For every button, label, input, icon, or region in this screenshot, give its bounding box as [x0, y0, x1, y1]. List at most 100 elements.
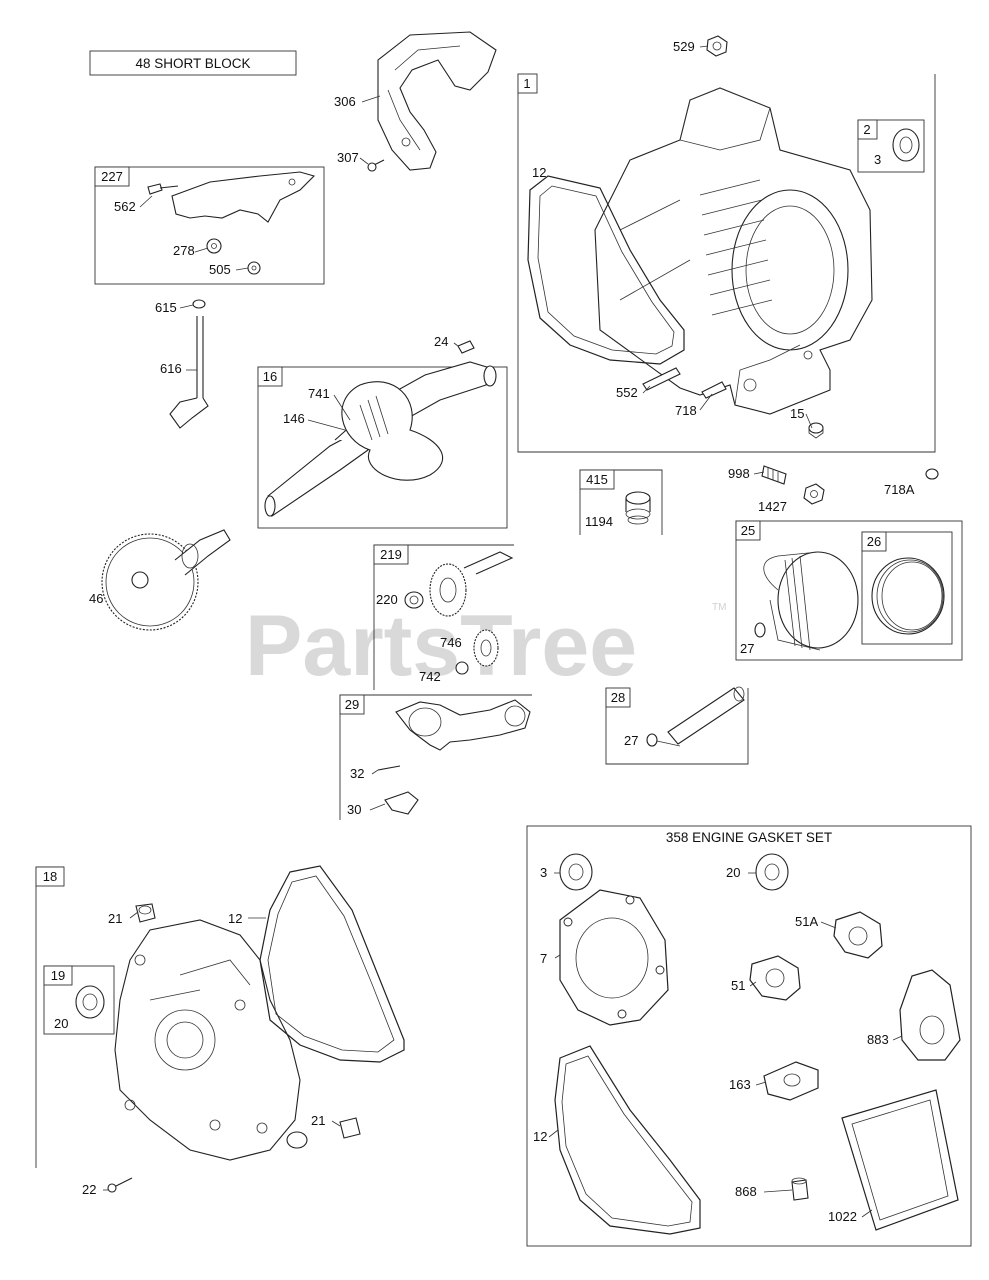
svg-text:25: 25 [741, 523, 755, 538]
label-1194: 1194 [585, 514, 613, 529]
nut-part-1427 [803, 483, 825, 505]
group-frame-29: 29 [339, 694, 532, 820]
label-868: 868 [735, 1184, 757, 1199]
leader-lines [103, 45, 903, 1218]
washer-part-742 [455, 661, 469, 675]
fitting-part-21b [339, 1117, 361, 1139]
group-frame-415: 415 [579, 469, 663, 535]
label-32: 32 [350, 766, 364, 781]
screw-part-307 [367, 159, 385, 172]
bracket-part-227 [147, 171, 316, 275]
svg-text:19: 19 [51, 968, 65, 983]
label-505: 505 [209, 262, 231, 277]
plug-part-15 [808, 422, 824, 439]
label-552: 552 [616, 385, 638, 400]
label-12-sump: 12 [228, 911, 242, 926]
piston-pin-part-28 [646, 686, 745, 747]
gasket-part-12-set [554, 1045, 701, 1235]
gasket-part-51 [749, 955, 801, 1001]
group-frame-219: 219 [373, 544, 514, 690]
sump-part-18 [114, 919, 308, 1161]
gasket-set-frame: 358 ENGINE GASKET SET [526, 825, 972, 1247]
svg-text:415: 415 [586, 472, 608, 487]
svg-text:219: 219 [380, 547, 402, 562]
group-frame-19: 19 [43, 965, 115, 1035]
head-gasket-part-7 [559, 889, 669, 1026]
label-15: 15 [790, 406, 804, 421]
label-306: 306 [334, 94, 356, 109]
gasket-part-12-sump [259, 865, 405, 1063]
label-746: 746 [440, 635, 462, 650]
label-163: 163 [729, 1077, 751, 1092]
svg-text:227: 227 [101, 169, 123, 184]
group-frame-2: 2 [857, 119, 925, 173]
group-frame-16: 16 [257, 366, 508, 529]
label-1022: 1022 [828, 1209, 857, 1224]
dowel-pin-part-718 [701, 381, 727, 399]
gasket-part-163 [763, 1061, 819, 1101]
plug-part-1194 [625, 491, 651, 525]
label-718A: 718A [884, 482, 915, 497]
label-307: 307 [337, 150, 359, 165]
svg-text:29: 29 [345, 697, 359, 712]
crankshaft-part-16 [264, 361, 497, 517]
label-24: 24 [434, 334, 448, 349]
piston-rings-part-26 [871, 557, 945, 635]
dowel-pin-part-552 [642, 367, 681, 391]
bolt-part-22 [107, 1177, 133, 1193]
group-frame-28: 28 [605, 687, 749, 765]
group-frame-227: 227 [94, 166, 325, 285]
label-7: 7 [540, 951, 547, 966]
camshaft-gear-part-46 [101, 529, 231, 631]
label-20a: 20 [54, 1016, 68, 1031]
svg-text:18: 18 [43, 869, 57, 884]
label-3a: 3 [874, 152, 881, 167]
svg-text:16: 16 [263, 369, 277, 384]
label-51: 51 [731, 978, 745, 993]
gasket-part-51A [833, 911, 883, 959]
gasket-part-883 [899, 969, 961, 1061]
oil-seal-part-3b [559, 853, 593, 891]
label-27a: 27 [740, 641, 754, 656]
air-guide-part-306 [377, 31, 497, 171]
label-21a: 21 [108, 911, 122, 926]
label-46: 46 [89, 591, 103, 606]
cylinder-block-part-1 [594, 87, 873, 415]
oil-seal-part-20b [755, 853, 789, 891]
svg-text:28: 28 [611, 690, 625, 705]
group-frame-18: 18 [35, 866, 65, 1168]
fitting-part-21a [135, 903, 156, 923]
oil-seal-part-20a [75, 985, 105, 1019]
piston-part-25 [754, 551, 859, 651]
label-278: 278 [173, 243, 195, 258]
svg-text:2: 2 [863, 122, 870, 137]
label-220: 220 [376, 592, 398, 607]
label-30: 30 [347, 802, 361, 817]
label-12-set: 12 [533, 1129, 547, 1144]
label-883: 883 [867, 1032, 889, 1047]
label-529: 529 [673, 39, 695, 54]
label-20b: 20 [726, 865, 740, 880]
callout-labels: 529 306 307 12 3 562 278 505 615 616 24 … [54, 39, 915, 1224]
label-742: 742 [419, 669, 441, 684]
gasket-part-12-block [527, 175, 685, 365]
trademark-mark: TM [712, 602, 726, 613]
group-frame-25: 25 [735, 520, 963, 661]
label-616: 616 [160, 361, 182, 376]
label-615: 615 [155, 300, 177, 315]
short-block-title: 48 SHORT BLOCK [89, 50, 297, 76]
label-51A: 51A [795, 914, 818, 929]
stud-part-998 [761, 465, 787, 485]
svg-text:1: 1 [523, 76, 530, 91]
gear-part-746 [473, 629, 499, 667]
gasket-part-1022 [841, 1089, 959, 1231]
connecting-rod-part-29 [377, 699, 531, 815]
label-27b: 27 [624, 733, 638, 748]
group-frame-1: 1 [517, 73, 936, 453]
seal-part-868 [791, 1177, 809, 1201]
label-12-block: 12 [532, 165, 546, 180]
label-146: 146 [283, 411, 305, 426]
label-22: 22 [82, 1182, 96, 1197]
pin-part-718A [925, 468, 939, 480]
